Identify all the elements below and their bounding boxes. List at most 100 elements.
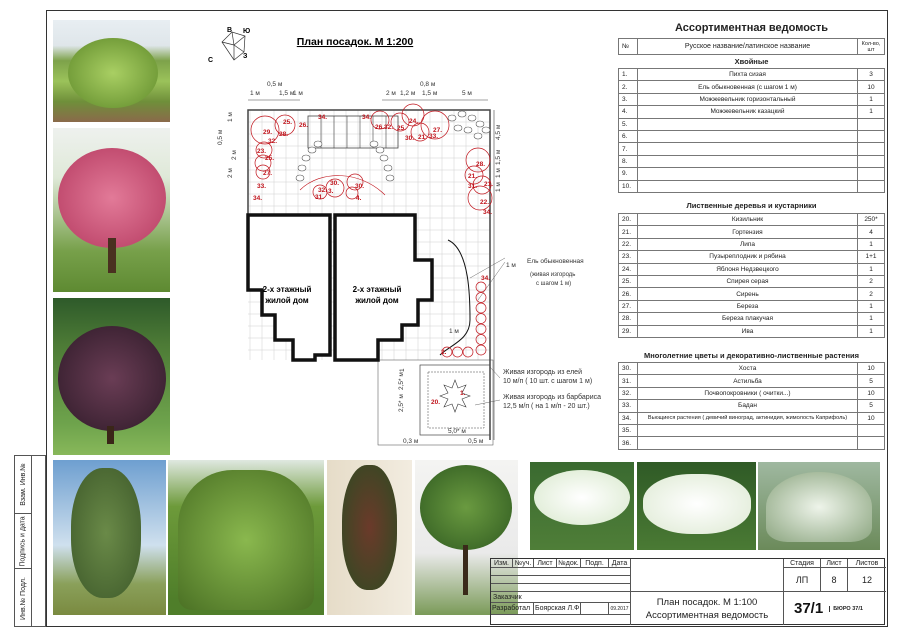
hedge-spruce	[475, 344, 487, 356]
dimension-label: 5 м	[462, 90, 472, 97]
stone	[463, 126, 473, 134]
row-num: 26.	[618, 287, 638, 301]
hedge-spruce	[452, 346, 463, 358]
row-name: Береза плакучая	[637, 312, 858, 326]
fir-star-icon	[439, 379, 471, 413]
plant-circle	[345, 186, 359, 200]
stone	[447, 114, 457, 122]
plant-marker: 32.	[318, 187, 327, 194]
row-num: 22.	[618, 237, 638, 252]
row-qty: 2	[857, 287, 885, 301]
photo-grass	[758, 462, 880, 550]
hedge-spruce	[475, 302, 487, 314]
row-num: 25.	[618, 274, 638, 289]
hedge-spruce	[441, 346, 453, 358]
row-qty	[857, 167, 885, 181]
plant-circle	[255, 141, 273, 159]
row-name	[637, 154, 858, 169]
hedge-spruce	[475, 313, 487, 324]
plant-marker: 31.	[468, 183, 477, 190]
customer-label: Заказчик	[491, 592, 631, 603]
house-1	[246, 213, 332, 362]
dimension-label: 2 м	[386, 90, 396, 97]
plant-marker: 28.	[279, 131, 288, 138]
table-row: 32.Почвопокровники ( очитки...)10	[618, 386, 885, 401]
dimension-label: 1,2 м	[400, 90, 416, 97]
plant-marker: 29.	[263, 129, 272, 136]
plant-circle	[346, 173, 364, 191]
stage-label: Стадия	[784, 559, 821, 568]
row-num: 27.	[618, 299, 638, 314]
row-qty: 1	[857, 312, 885, 326]
plant-circle	[410, 122, 430, 142]
plant-circle	[465, 147, 491, 173]
dimension-label: 2,5* м	[398, 394, 405, 412]
row-num: 4.	[618, 105, 638, 119]
table-row: 36.	[618, 436, 885, 450]
table-row: 35.	[618, 423, 885, 438]
stone	[379, 154, 389, 162]
plant-circle	[464, 165, 484, 185]
stone	[473, 132, 483, 140]
sheet-label: Лист	[821, 559, 848, 568]
row-num: 23.	[618, 250, 638, 264]
stone	[307, 146, 317, 154]
dimension-label: 0,5 м	[217, 129, 224, 145]
plant-marker: 1.	[460, 390, 466, 397]
row-qty	[857, 129, 885, 144]
plant-marker: 22.	[480, 199, 489, 206]
stone	[301, 154, 311, 162]
row-num: 33.	[618, 399, 638, 413]
plant-circle	[472, 175, 492, 195]
note-spruce-hedge: 10 м/п ( 10 шт. с шагом 1 м)	[503, 378, 592, 385]
row-qty: 10	[857, 361, 885, 376]
plant-marker: 34.	[483, 209, 492, 216]
row-qty	[857, 436, 885, 450]
plant-marker: 30.	[355, 183, 364, 190]
row-name: Береза	[637, 299, 858, 314]
row-qty: 10	[857, 80, 885, 94]
row-qty: 1+1	[857, 250, 885, 264]
dimension-label: 1	[399, 368, 406, 372]
plant-marker: 23.	[257, 148, 266, 155]
dimension-label: 1,5 м	[279, 90, 295, 97]
sheet-frame	[46, 10, 888, 627]
dimension-label: 1,5 м	[422, 90, 438, 97]
plant-marker: 34.	[253, 195, 262, 202]
dimension-label: 0,8 м	[420, 81, 436, 88]
plant-marker: 30.	[405, 135, 414, 142]
stage-value: ЛП	[784, 568, 821, 592]
row-qty: 10	[857, 386, 885, 401]
title-block: Изм. №уч. Лист №док. Подп. Дата Заказчик…	[490, 558, 886, 625]
row-qty: 5	[857, 399, 885, 413]
table-row: 10.	[618, 179, 885, 193]
row-num: 21.	[618, 225, 638, 239]
stone	[481, 126, 491, 134]
table-row: 6.	[618, 129, 885, 144]
house-2	[333, 213, 434, 362]
stone	[457, 110, 467, 118]
row-num: 24.	[618, 262, 638, 276]
table-row: 2.Ель обыкновенная (с шагом 1 м)10	[618, 80, 885, 94]
row-name: Пихта сизая	[637, 67, 858, 82]
plant-circles	[250, 103, 493, 358]
row-num: 6.	[618, 129, 638, 144]
row-name	[637, 436, 858, 450]
row-num: 28.	[618, 312, 638, 326]
dimension-label: 0,3 м	[403, 438, 419, 445]
section-title: Лиственные деревья и кустарники	[686, 201, 817, 210]
plant-marker: 26.	[375, 124, 384, 131]
tb-col: Подп.	[581, 559, 609, 568]
row-num: 34.	[618, 411, 638, 425]
annotations: Ель обыкновенная (живая изгородь с шагом…	[503, 257, 601, 410]
sheet-title-2: Ассортиментная ведомость	[645, 609, 769, 621]
hedge-spruce	[475, 281, 487, 293]
